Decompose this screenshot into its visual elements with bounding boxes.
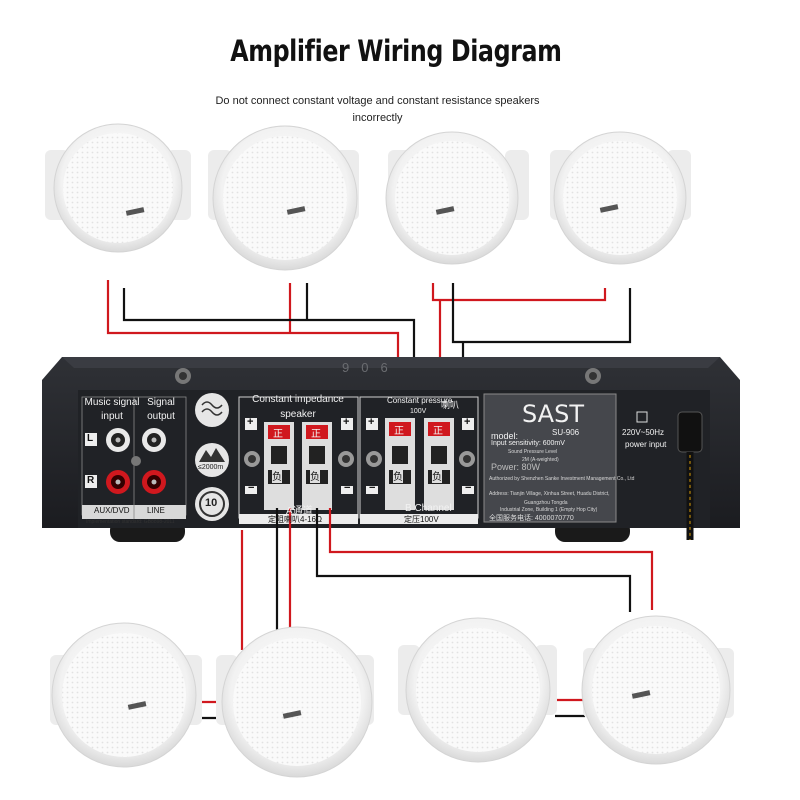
ceiling-speaker-bottom-2 xyxy=(216,626,374,778)
plate-model-label: model: xyxy=(491,431,519,441)
channel-a-name: A通道 xyxy=(286,506,313,517)
ceiling-speaker-top-1 xyxy=(45,123,191,253)
channel-b-subname: 定压100V xyxy=(404,515,439,524)
jack-r-label: R xyxy=(87,475,95,486)
page-title: Amplifier Wiring Diagram xyxy=(230,34,562,68)
plate-power: Power: 80W xyxy=(491,462,541,472)
channel-b-pos-b: 正 xyxy=(433,426,443,437)
power-input-label: power input xyxy=(625,440,667,449)
aux-dvd-label: AUX/DVD xyxy=(94,506,130,515)
channel-a-subname: 定阻喇叭4-16Ω xyxy=(268,515,322,524)
signal-output-label: Signal output xyxy=(147,397,175,422)
channel-b-header-cn: 喇叭 xyxy=(441,400,460,410)
channel-a-minus-left: − xyxy=(248,482,255,494)
plate-weighted-note: 2M (A-weighted) xyxy=(522,457,559,463)
ceiling-speaker-bottom-3 xyxy=(398,617,557,763)
channel-b-neg-b: 负 xyxy=(432,468,442,483)
plate-line-2: Address: Tianjin Village, Xinhua Street,… xyxy=(489,491,610,497)
altitude-label: ≤2000m xyxy=(198,464,224,471)
recycle-years-label: 10 xyxy=(205,497,218,509)
channel-b-pos-a: 正 xyxy=(394,426,404,437)
music-signal-input-label: Music signal input xyxy=(84,397,140,422)
channel-b-header: Constant pressure xyxy=(387,396,453,405)
plate-line-3: Guangzhou Tongda xyxy=(524,500,568,506)
plate-spl-note: Sound Pressure Level xyxy=(508,449,558,455)
amp-top-mark: 906 xyxy=(342,360,400,375)
channel-a-minus-right: − xyxy=(344,482,351,494)
channel-a-pos-a: 正 xyxy=(273,429,283,440)
channel-b-name: B Channel xyxy=(405,503,452,514)
line-label: LINE xyxy=(147,506,165,515)
amplifier-rear-panel xyxy=(42,357,740,542)
ceiling-speaker-bottom-1 xyxy=(50,622,202,768)
page-subtitle: Do not connect constant voltage and cons… xyxy=(215,95,540,124)
ceiling-speaker-top-4 xyxy=(550,131,691,265)
plate-line-1: Authorized by Shenzhen Sanke Investment … xyxy=(489,476,635,482)
power-spec: 220V~50Hz xyxy=(622,428,665,437)
jack-l-label: L xyxy=(87,433,94,444)
channel-b-minus-left: − xyxy=(369,482,376,494)
standard-note: Implementation standard: GB8898-2011 xyxy=(86,519,175,525)
channel-b-minus-right: − xyxy=(465,482,472,494)
channel-a-pos-b: 正 xyxy=(311,429,321,440)
plate-hotline: 全国服务电话: 4000070770 xyxy=(489,515,574,522)
channel-b-voltage: 100V xyxy=(410,408,427,415)
plate-sensitivity: Input sensitivity: 600mV xyxy=(491,440,565,447)
plate-brand: SAST xyxy=(522,400,584,428)
ceiling-speaker-top-2 xyxy=(208,125,359,271)
plate-line-4: Industrial Zone, Building 1 (Empty Hop C… xyxy=(500,507,598,513)
channel-a-neg-a: 负 xyxy=(272,468,282,483)
plate-model-value: SU-906 xyxy=(552,428,580,437)
ceiling-speaker-bottom-4 xyxy=(581,615,734,765)
channel-a-neg-b: 负 xyxy=(310,468,320,483)
ceiling-speaker-top-3 xyxy=(385,131,529,265)
channel-a-header: Constant impedance speaker xyxy=(252,394,344,420)
channel-a-plus-right: + xyxy=(343,416,350,428)
channel-a-plus-left: + xyxy=(247,416,254,428)
channel-b-plus-right: + xyxy=(464,416,471,428)
channel-b-neg-a: 负 xyxy=(393,468,403,483)
channel-b-plus-left: + xyxy=(368,416,375,428)
